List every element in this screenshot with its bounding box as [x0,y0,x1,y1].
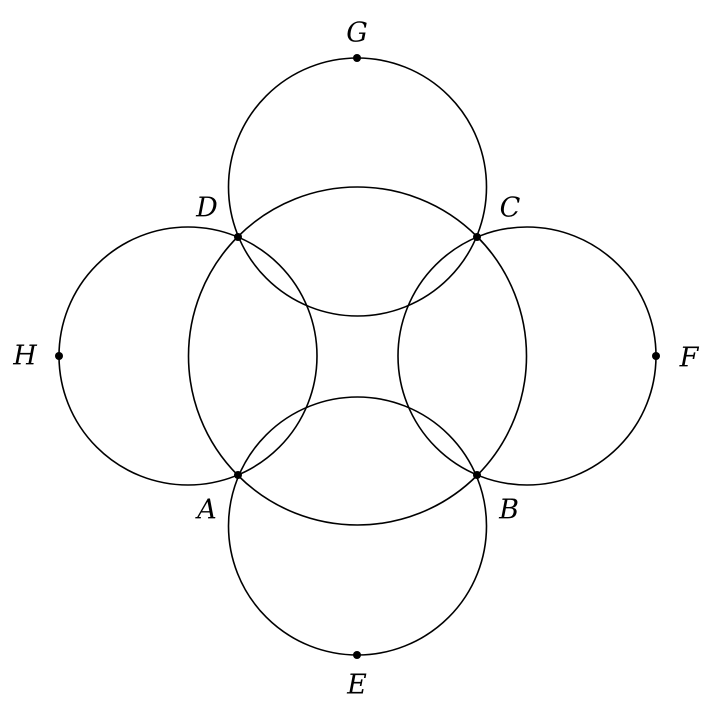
point-label-B: B [498,495,519,526]
point-C [473,233,481,241]
point-E [353,651,361,659]
point-label-F: F [679,343,700,374]
point-label-E: E [346,670,367,701]
point-G [353,54,361,62]
point-A [234,471,242,479]
point-label-G: G [346,18,368,49]
circle-bottom [227,396,488,656]
point-label-H: H [12,341,37,372]
point-H [55,352,63,360]
point-B [473,471,481,479]
point-F [652,352,660,360]
circle-central [187,186,528,526]
point-label-C: C [500,193,521,224]
point-D [234,233,242,241]
point-label-A: A [194,495,217,526]
point-label-D: D [195,193,218,224]
